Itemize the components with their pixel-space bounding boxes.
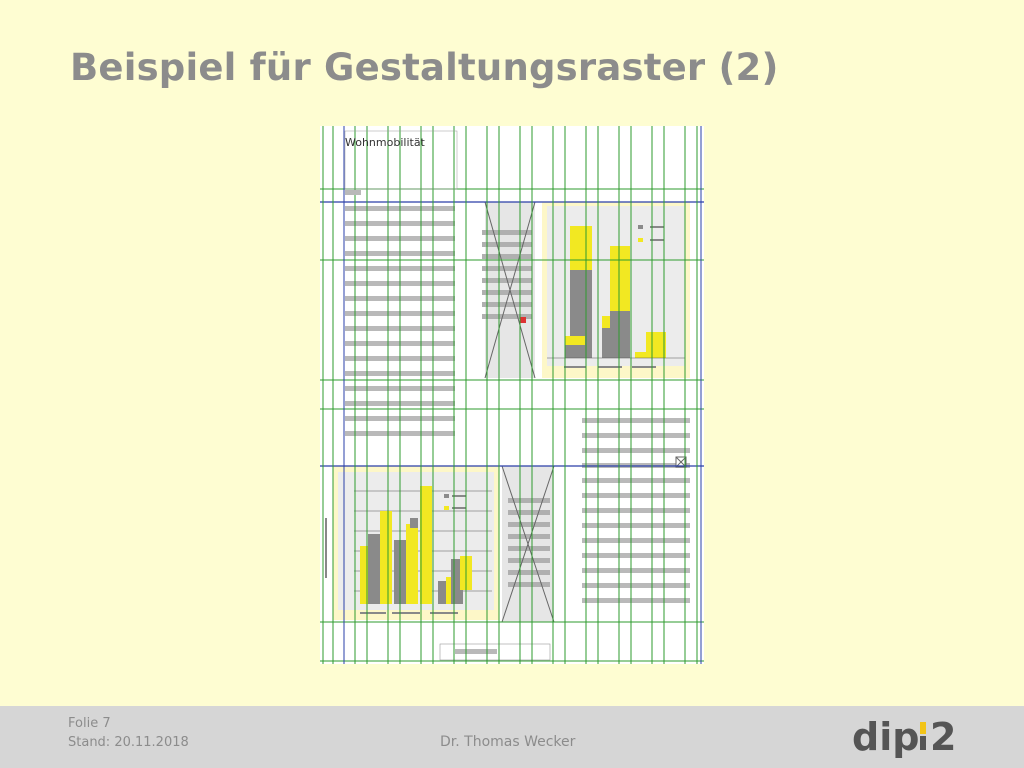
margin-guides xyxy=(343,126,702,664)
row-guides xyxy=(320,201,704,467)
layout-grid-drawing xyxy=(320,126,704,664)
chart-thumbnail-upper xyxy=(542,202,690,378)
svg-text:dip: dip xyxy=(852,715,919,758)
column-guides xyxy=(322,126,698,664)
layout-heading: Wohnmobilität xyxy=(345,136,425,149)
author-name: Dr. Thomas Wecker xyxy=(440,734,576,750)
svg-text:2: 2 xyxy=(930,715,956,758)
slide-number: Folie 7 xyxy=(68,716,111,731)
caption-box-lower xyxy=(501,456,687,623)
slide-title: Beispiel für Gestaltungsraster (2) xyxy=(70,46,779,89)
caption-box-upper xyxy=(482,201,536,379)
dip2-logo: dip 2 xyxy=(852,715,956,758)
slide-date: Stand: 20.11.2018 xyxy=(68,735,189,750)
footer-bar xyxy=(0,706,1024,768)
layout-grid-example: Wohnmobilität xyxy=(320,126,704,664)
chart-thumbnail-lower xyxy=(325,466,499,620)
